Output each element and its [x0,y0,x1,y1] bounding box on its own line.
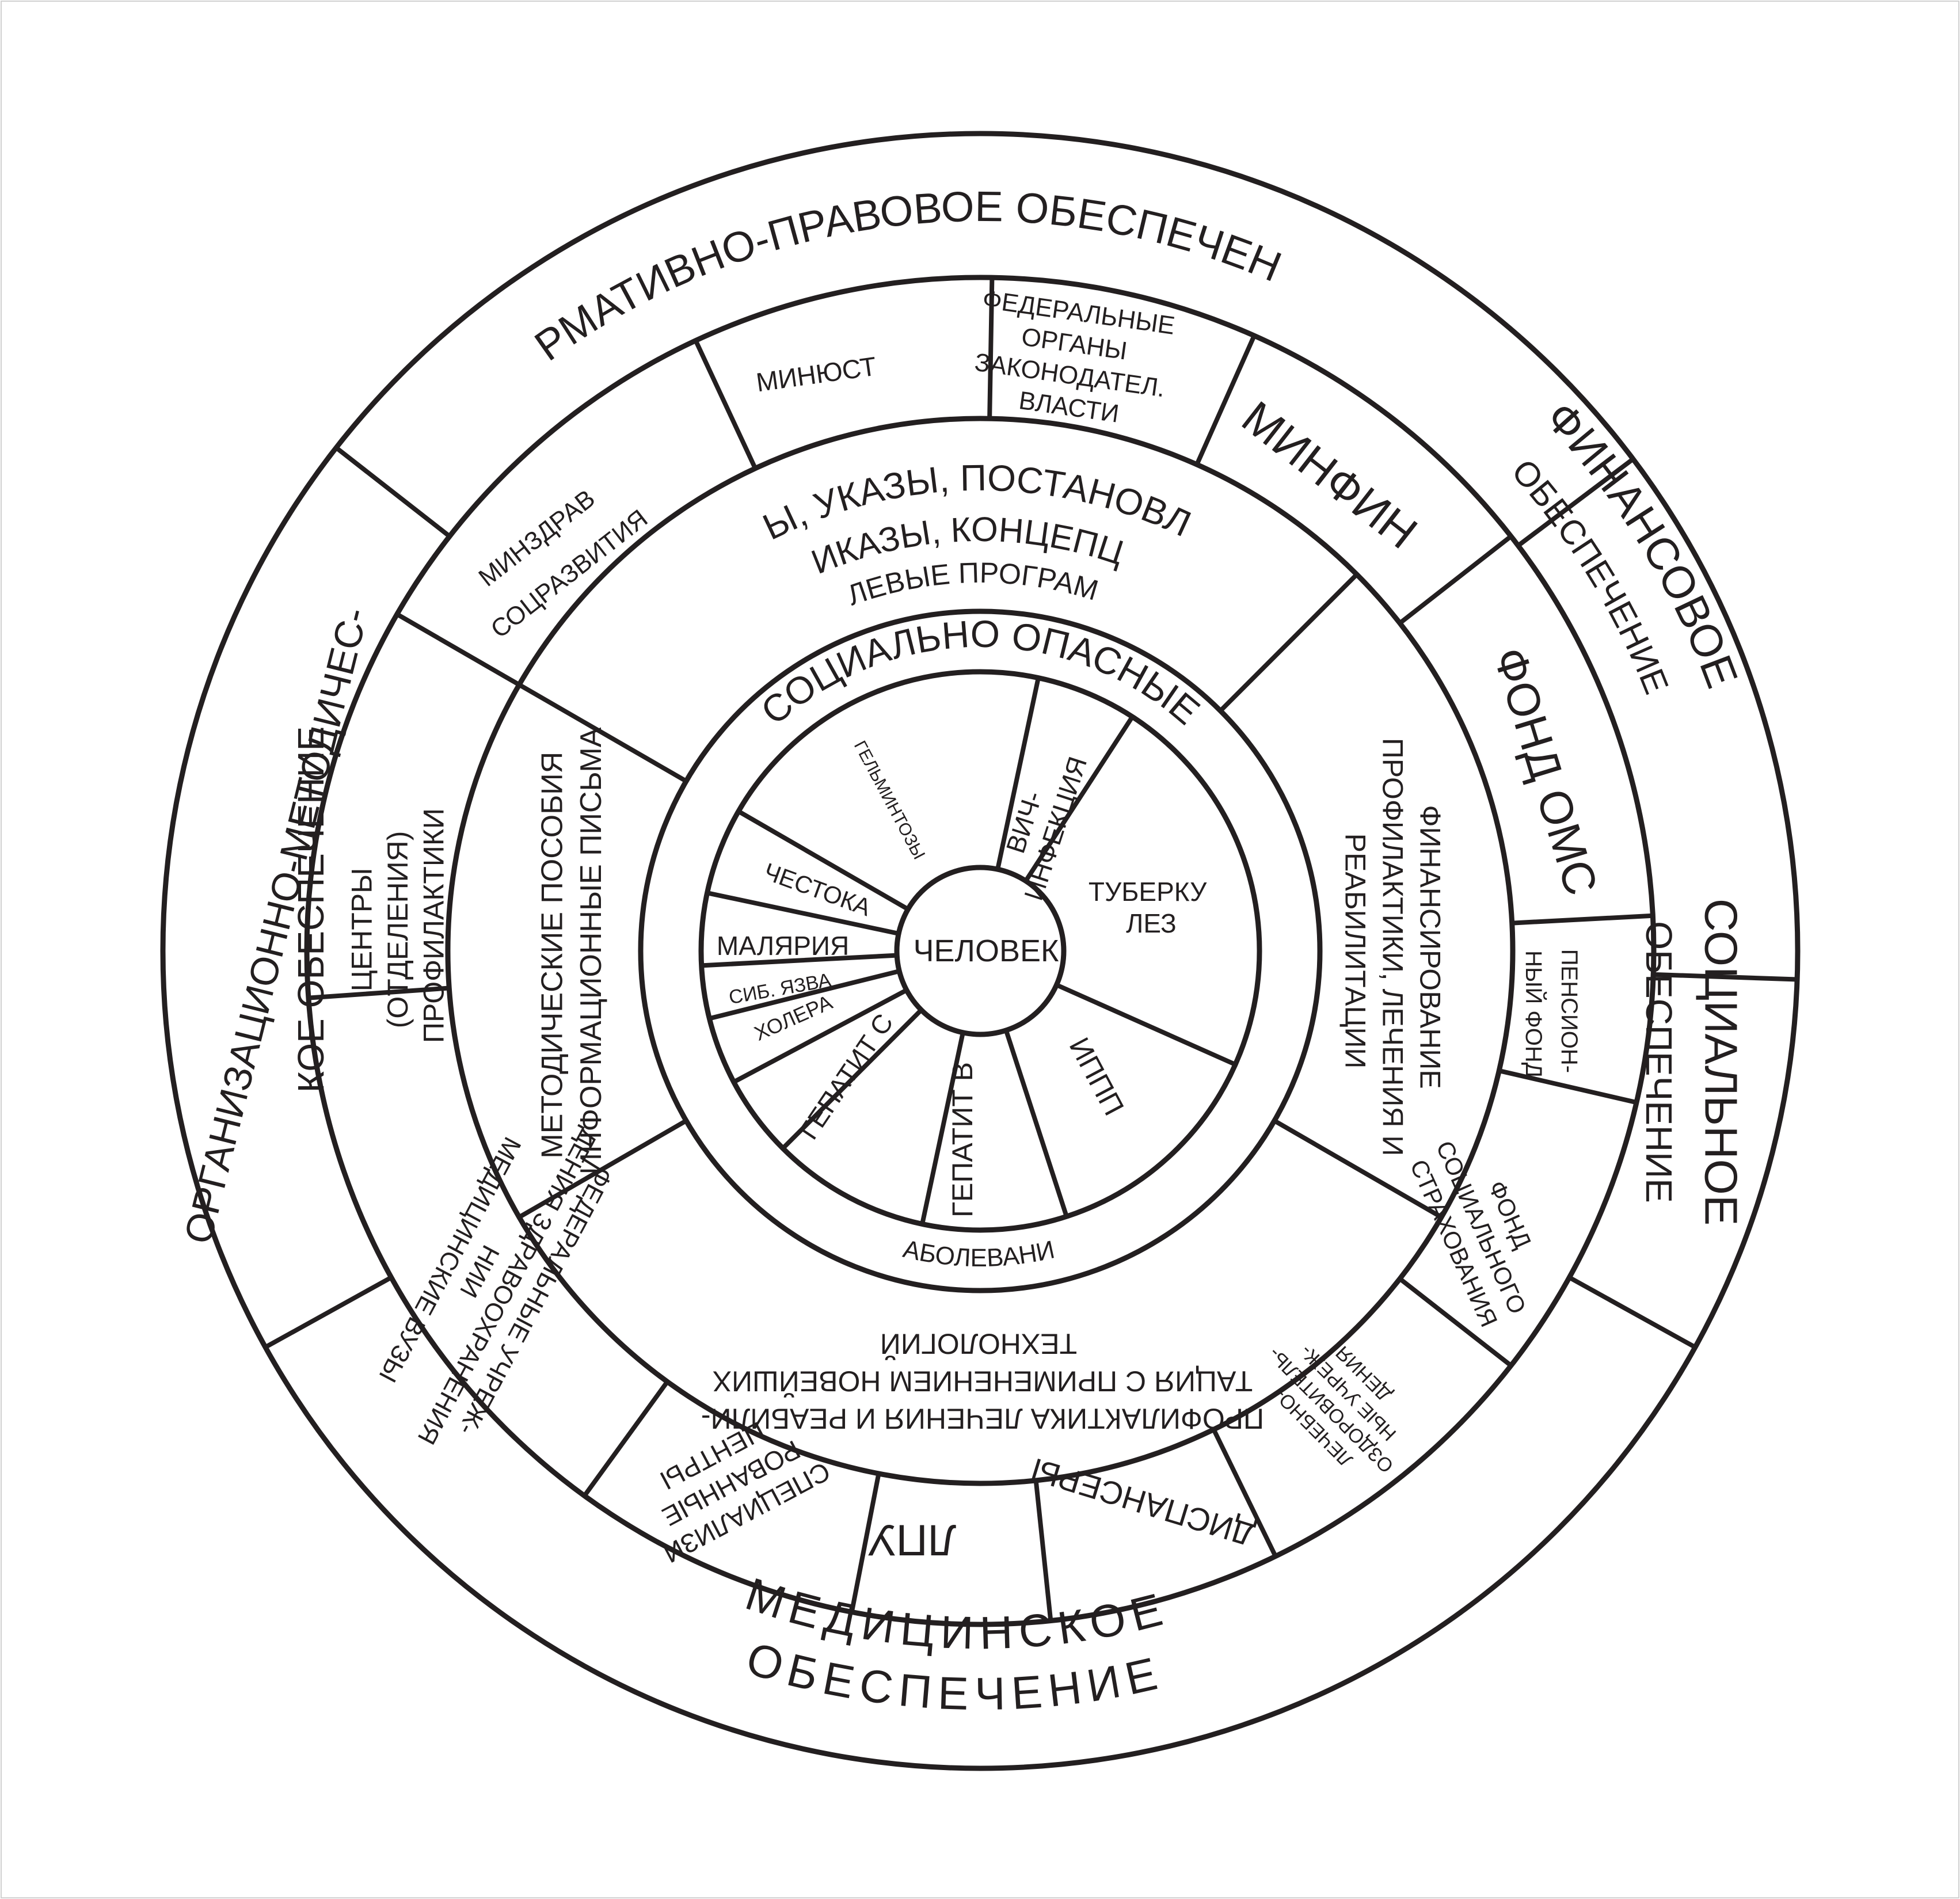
disease-divider-10 [705,890,901,936]
center-circle [894,865,1067,1037]
middle-divider-2 [1218,572,1360,713]
disease-divider-8 [707,969,902,1021]
cell-lpu-label: ЛПУ [868,1516,957,1565]
middle-inner-circle [638,608,1323,1293]
inst-divider-2 [987,275,995,421]
outer-divider-4 [1567,1275,1698,1350]
inst-divider-9 [1033,1478,1053,1623]
inst-divider-5 [1509,913,1655,926]
outer-social-label-2: ОБЕСПЕЧЕНИЕ [1638,921,1680,1203]
institutions-inner-circle [445,416,1516,1486]
outer-divider-1 [334,445,452,539]
disease-divider-4 [1003,1027,1069,1219]
disease-divider-3 [1054,982,1238,1067]
disease-divider-5 [920,1030,965,1227]
middle-divider-1 [516,682,689,783]
inst-divider-7 [1397,1276,1513,1368]
disease-divider-7 [731,988,909,1084]
inst-divider-10 [849,1471,881,1615]
middle-divider-3 [1272,1118,1444,1220]
inst-divider-12 [306,985,452,1000]
disease-gepatit-b-label: ГЕПАТИТ В [946,1062,979,1217]
outer-divider-5 [263,1275,394,1350]
inst-divider-3 [1194,333,1257,467]
outer-divider-3 [1651,972,1800,982]
center-node: ЧЕЛОВЕК [914,934,1059,968]
outer-divider-2 [1516,456,1636,548]
outer-social-label-1: СОЦИАЛЬНОЕ [1696,899,1747,1226]
middle-left-text: МЕТОДИЧЕСКИЕ ПОСОБИЯ ИНФОРМАЦИОННЫЕ ПИСЬ… [535,727,608,1174]
rings [160,131,1801,1771]
outer-circle [160,131,1801,1771]
diseases-outer-circle [698,669,1262,1233]
dividers [263,275,1800,1623]
disease-divider-6 [781,1007,924,1151]
inst-divider-13 [394,612,522,687]
disease-divider-1 [995,675,1041,872]
inst-divider-11 [582,1379,670,1498]
inst-divider-8 [1211,1427,1278,1559]
center-label: ЧЕЛОВЕК [914,934,1059,968]
middle-right-text: ФИНАНСИРОВАНИЕ ПРОФИЛАКТИКИ, ЛЕЧЕНИЯ И Р… [1339,738,1447,1164]
inst-divider-4 [1397,534,1513,626]
inst-divider-6 [1497,1068,1639,1105]
middle-divider-4 [516,1118,689,1220]
institutions-outer-circle [304,275,1657,1627]
disease-malyariya-label: МАЛЯРИЯ [717,931,849,961]
disease-divider-11 [736,809,911,912]
outer-organizational-label-2: КОЕ ОБЕСПЕЧЕНИЕ [290,726,332,1093]
cell-prevention-centers-label: ЦЕНТРЫ (ОТДЕЛЕНИЯ) ПРОФИЛАКТИКИ [346,808,450,1043]
disease-divider-9 [699,953,900,968]
disease-divider-2 [1023,714,1135,884]
inst-divider-1 [693,338,758,471]
disease-tuberkulez-label: ТУБЕРКУ ЛЕЗ [1089,877,1214,938]
cell-pension-fund-label: ПЕНСИОН- НЫЙ ФОНД [1521,949,1582,1079]
middle-bottom-text: ПРОФИЛАКТИКА ЛЕЧЕНИЯ И РЕАБИЛИ- ТАЦИЯ С … [693,1328,1264,1435]
